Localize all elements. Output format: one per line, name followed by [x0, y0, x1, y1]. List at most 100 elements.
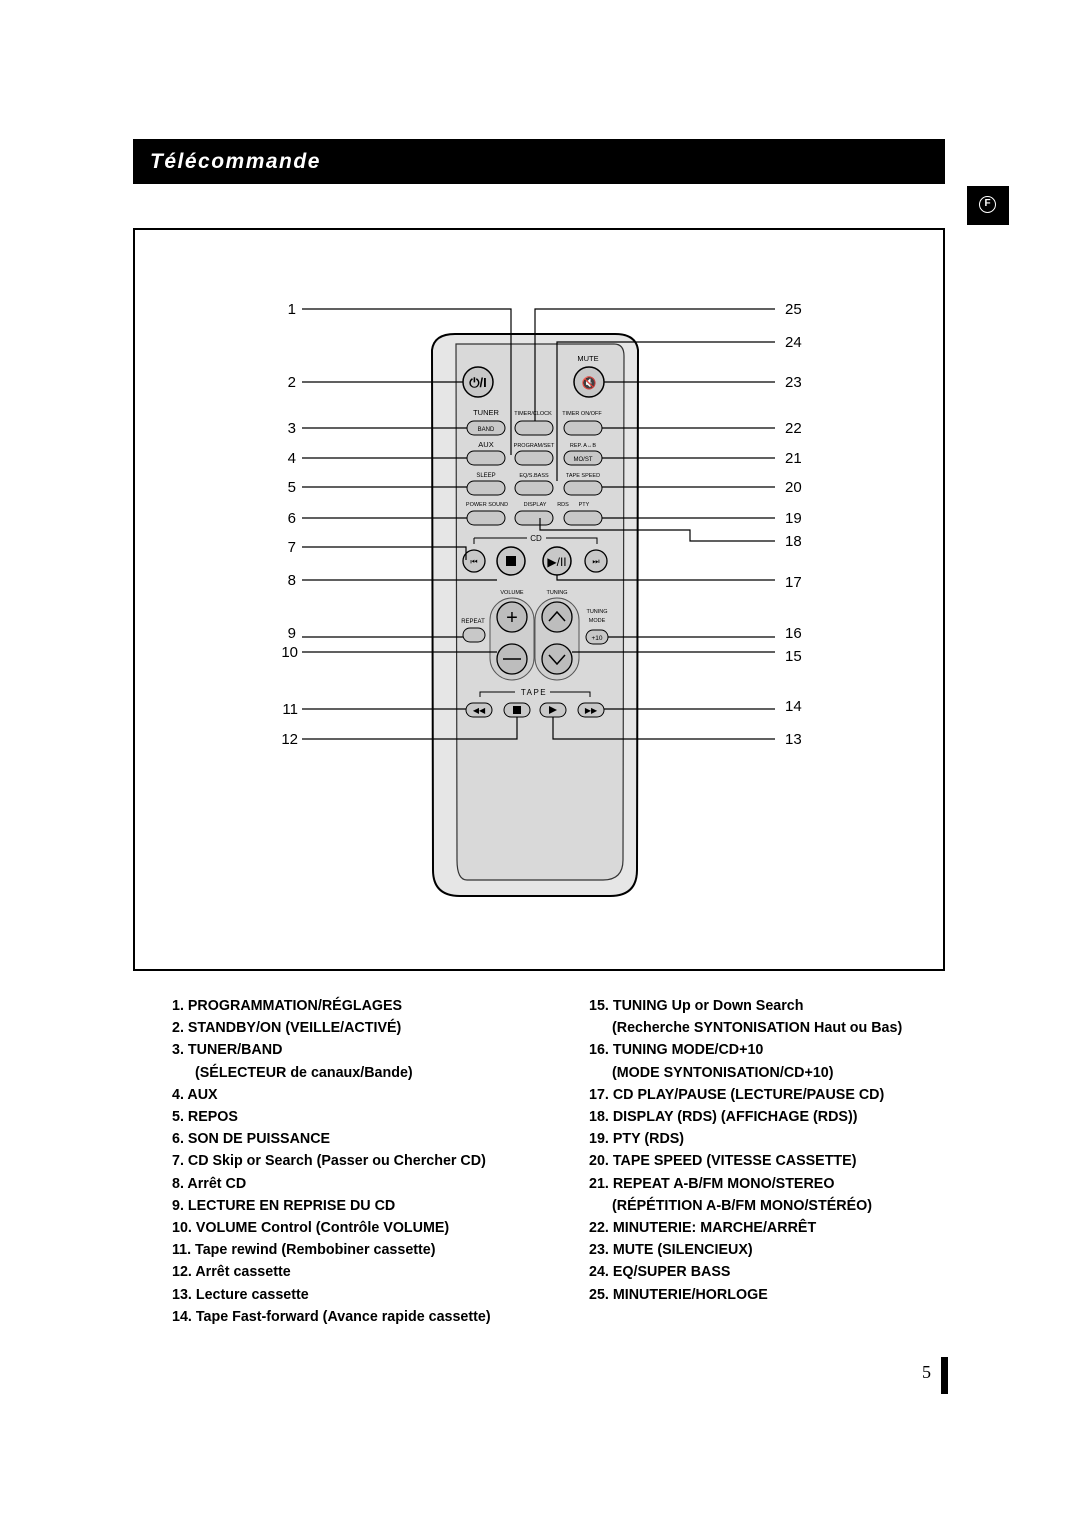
tape-rewind-button[interactable] [465, 702, 493, 718]
legend-item: 18. DISPLAY (RDS) (AFFICHAGE (RDS)) [589, 1109, 858, 1126]
stop-icon [513, 706, 521, 714]
pty-label: PTY [579, 502, 590, 508]
callout-numbers-left: 1 2 3 4 5 6 7 8 9 10 11 12 [281, 301, 298, 748]
svg-text:▶/II: ▶/II [547, 555, 566, 569]
callout-6: 6 [288, 510, 296, 527]
band-label: BAND [478, 427, 495, 433]
callout-5: 5 [288, 479, 296, 496]
tuning-up-button[interactable] [541, 601, 573, 633]
cd-repeat-button[interactable] [462, 627, 486, 643]
callout-25: 25 [785, 301, 802, 318]
callout-17: 17 [785, 574, 802, 591]
callout-10: 10 [281, 644, 298, 661]
tuning-mode-label-2: MODE [589, 618, 606, 624]
sleep-label: SLEEP [476, 473, 495, 479]
timer-clock-label: TIMER/CLOCK [514, 411, 552, 417]
legend-item: 2. STANDBY/ON (VEILLE/ACTIVÉ) [172, 1020, 402, 1037]
callout-9: 9 [288, 625, 296, 642]
mute-button[interactable]: 🔇 [573, 366, 605, 398]
sleep-button[interactable] [466, 480, 506, 496]
rewind-icon: ◀◀ [473, 706, 486, 715]
page-title: Télécommande [133, 139, 945, 184]
legend-item-sub: (SÉLECTEUR de canaux/Bande) [195, 1064, 413, 1081]
page-number: 5 [922, 1362, 931, 1382]
legend-item: 24. EQ/SUPER BASS [589, 1264, 731, 1281]
legend-item: 9. LECTURE EN REPRISE DU CD [172, 1197, 396, 1214]
callout-1: 1 [288, 301, 296, 318]
callout-3: 3 [288, 420, 296, 437]
pty-button[interactable] [563, 510, 603, 526]
legend-item: 1. PROGRAMMATION/RÉGLAGES [172, 998, 403, 1014]
display-button[interactable] [514, 510, 554, 526]
program-set-button[interactable] [514, 450, 554, 466]
play-icon [549, 706, 557, 714]
legend-item: 10. VOLUME Control (Contrôle VOLUME) [172, 1220, 450, 1237]
legend-item: 6. SON DE PUISSANCE [172, 1131, 331, 1148]
tuning-mode-label-1: TUNING [586, 609, 607, 615]
legend-item: 12. Arrêt cassette [172, 1264, 291, 1281]
legend-item: 7. CD Skip or Search (Passer ou Chercher… [172, 1153, 486, 1170]
aux-button[interactable] [466, 450, 506, 466]
tuning-down-button[interactable] [541, 643, 573, 675]
legend-item: 25. MINUTERIE/HORLOGE [589, 1286, 768, 1303]
callout-23: 23 [785, 374, 802, 391]
callout-13: 13 [785, 731, 802, 748]
tape-fast-forward-button[interactable] [577, 702, 605, 718]
rep-ab-label: REP. A↔B [570, 443, 597, 449]
timer-onoff-label: TIMER ON/OFF [562, 411, 602, 417]
volume-up-button[interactable]: + [496, 601, 528, 633]
legend-item: 19. PTY (RDS) [589, 1131, 685, 1148]
volume-label: VOLUME [500, 590, 524, 596]
callout-18: 18 [785, 533, 802, 550]
power-sound-button[interactable] [466, 510, 506, 526]
callout-22: 22 [785, 420, 802, 437]
mo-st-label: MO/ST [574, 457, 593, 463]
svg-text:🔇: 🔇 [582, 376, 597, 390]
callout-20: 20 [785, 479, 802, 496]
timer-clock-button[interactable] [514, 420, 554, 436]
eq-super-bass-button[interactable] [514, 480, 554, 496]
repeat-label: REPEAT [461, 619, 485, 625]
svg-text:+: + [506, 607, 518, 629]
plus10-label: +10 [591, 635, 602, 642]
legend-item: 23. MUTE (SILENCIEUX) [589, 1242, 753, 1259]
volume-down-button[interactable] [496, 643, 528, 675]
callout-7: 7 [288, 539, 296, 556]
legend-item-sub: (RÉPÉTITION A-B/FM MONO/STÉRÉO) [612, 1197, 872, 1214]
callout-4: 4 [288, 450, 296, 467]
aux-label: AUX [478, 440, 493, 449]
power-sound-label: POWER SOUND [466, 502, 508, 508]
eq-sbass-label: EQ/S.BASS [519, 473, 549, 479]
callout-8: 8 [288, 572, 296, 589]
standby-button[interactable]: ⏻/I [462, 366, 494, 398]
mute-label: MUTE [577, 354, 598, 363]
legend-item: 13. Lecture cassette [172, 1286, 309, 1303]
legend-left: 1. PROGRAMMATION/RÉGLAGES 2. STANDBY/ON … [172, 995, 491, 1328]
cd-skip-forward-button[interactable]: ⏭ [584, 549, 608, 573]
page-number-bar [941, 1357, 948, 1394]
callout-19: 19 [785, 510, 802, 527]
callout-15: 15 [785, 648, 802, 665]
cd-stop-button[interactable] [496, 546, 526, 576]
legend-item-sub: (MODE SYNTONISATION/CD+10) [612, 1064, 834, 1081]
callout-2: 2 [288, 374, 296, 391]
legend-item-sub: (Recherche SYNTONISATION Haut ou Bas) [612, 1020, 903, 1037]
legend-item: 5. REPOS [172, 1109, 238, 1126]
cd-skip-back-button[interactable]: ⏮ [462, 549, 486, 573]
cd-play-pause-button[interactable]: ▶/II [542, 546, 572, 576]
cd-label: CD [530, 534, 542, 543]
tuner-label: TUNER [473, 408, 499, 417]
callout-12: 12 [281, 731, 298, 748]
tape-label: TAPE [521, 688, 547, 697]
fast-forward-icon: ▶▶ [585, 706, 598, 715]
legend-item: 22. MINUTERIE: MARCHE/ARRÊT [589, 1220, 817, 1237]
legend-item: 8. Arrêt CD [172, 1175, 247, 1192]
language-tab: F [967, 186, 1009, 225]
tape-speed-button[interactable] [563, 480, 603, 496]
callout-21: 21 [785, 450, 802, 467]
svg-text:⏻/I: ⏻/I [469, 375, 487, 390]
callout-lines-left [302, 308, 518, 740]
svg-text:⏮: ⏮ [470, 557, 477, 566]
timer-onoff-button[interactable] [563, 420, 603, 436]
